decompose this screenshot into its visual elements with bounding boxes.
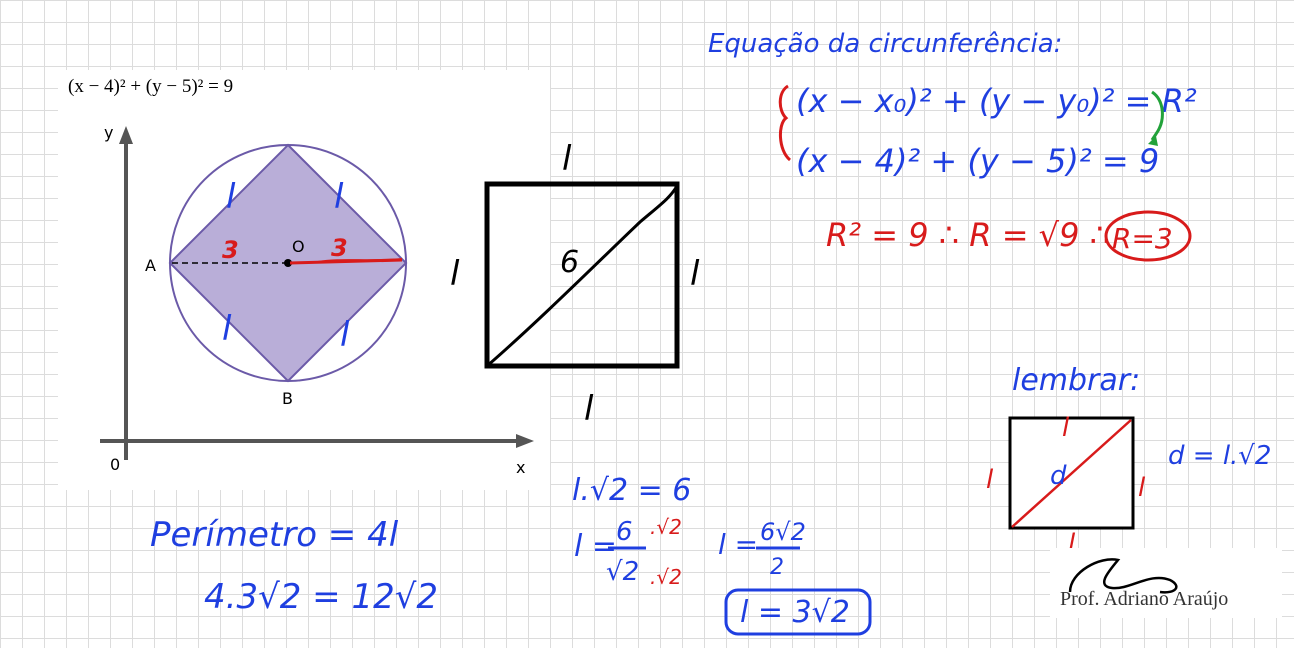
center-point — [284, 259, 292, 267]
origin-label: 0 — [110, 455, 120, 474]
side-label-top-right: l — [334, 177, 344, 217]
solve-result: l = 3√2 — [740, 595, 850, 630]
solve-frac-num: 6√2 — [760, 518, 806, 546]
general-equation: (x − x₀)² + (y − y₀)² = R² — [796, 82, 1197, 120]
point-a-label: A — [145, 256, 156, 275]
sketch-side-left: l — [450, 254, 460, 294]
signature-name: Prof. Adriano Araújo — [1060, 588, 1228, 610]
side-label-bottom-right: l — [340, 315, 350, 355]
notes-heading: Equação da circunferência: — [708, 29, 1062, 59]
signature-block: Prof. Adriano Araújo — [1050, 548, 1282, 618]
remember-formula: d = l.√2 — [1168, 441, 1271, 471]
solve-line2-num: 6 — [616, 517, 633, 547]
remember-side-left: l — [986, 465, 994, 495]
sketch-side-top: l — [562, 139, 572, 179]
remember-diag-label: d — [1050, 461, 1067, 491]
point-o-label: O — [292, 237, 305, 256]
sketch-diagonal-label: 6 — [560, 245, 579, 280]
radius-result-circle — [1104, 210, 1192, 262]
y-axis-arrow-icon — [119, 126, 133, 144]
circle-square-figure: (x − 4)² + (y − 5)² = 9 y x 0 A B O 3 3 … — [58, 70, 550, 490]
point-b-label: B — [282, 389, 293, 408]
figure-equation: (x − 4)² + (y − 5)² = 9 — [68, 76, 233, 97]
solve-mult-bottom: .√2 — [650, 565, 682, 589]
perimeter-line2: 4.3√2 = 12√2 — [204, 577, 438, 617]
sketch-square — [484, 181, 680, 369]
solve-line1: l.√2 = 6 — [572, 473, 691, 508]
solve-mult-top: .√2 — [650, 515, 682, 539]
remember-section: lembrar: l l l l d d = l.√2 — [986, 363, 1271, 559]
solve-frac-prefix: l = — [718, 528, 758, 561]
solve-frac-den: 2 — [770, 555, 784, 580]
square-sketch: l l l l 6 — [450, 139, 700, 429]
sketch-diagonal — [486, 185, 679, 368]
solve-result-box — [724, 588, 872, 636]
link-arrow-icon — [1150, 90, 1164, 141]
side-label-top-left: l — [226, 177, 236, 217]
solve-line2-den: √2 — [606, 557, 639, 587]
y-axis-label: y — [104, 123, 113, 142]
sketch-side-right: l — [690, 254, 700, 294]
side-label-bottom-left: l — [222, 309, 232, 349]
signature-scribble-icon — [1068, 558, 1178, 594]
radius-work: R² = 9 ∴ R = √9 ∴ — [826, 216, 1110, 254]
side-solution: l.√2 = 6 l = 6 √2 .√2 .√2 l = 6√2 2 l = … — [572, 473, 872, 636]
perimeter-solution: Perímetro = 4l 4.3√2 = 12√2 — [150, 515, 438, 617]
x-axis-arrow-icon — [516, 434, 534, 448]
remember-side-right: l — [1138, 473, 1146, 503]
equation-notes: Equação da circunferência: (x − x₀)² + (… — [708, 29, 1197, 262]
link-arrowhead-icon — [1148, 136, 1158, 146]
specific-equation: (x − 4)² + (y − 5)² = 9 — [796, 142, 1159, 180]
radius-result: R=3 — [1112, 222, 1173, 255]
radius-red-scribble — [317, 258, 403, 263]
radius-right-value: 3 — [331, 234, 348, 262]
sketch-side-bottom: l — [584, 389, 594, 429]
remember-side-bottom: l — [1068, 529, 1076, 559]
perimeter-line1: Perímetro = 4l — [150, 515, 399, 555]
remember-diagonal — [1011, 419, 1132, 528]
radius-left-value: 3 — [222, 236, 239, 264]
remember-heading: lembrar: — [1012, 363, 1140, 398]
system-brace-icon — [778, 84, 792, 162]
signature-background — [1050, 548, 1282, 618]
x-axis-label: x — [516, 458, 525, 477]
remember-side-top: l — [1062, 413, 1070, 443]
